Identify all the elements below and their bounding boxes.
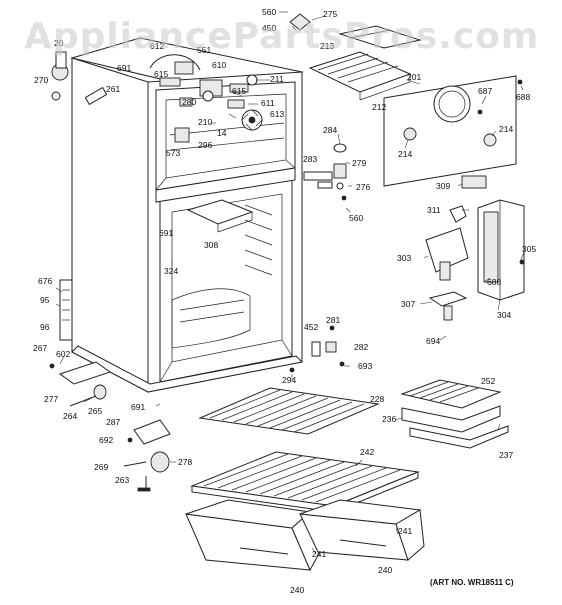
callout-282: 282 [354,342,368,352]
callout-211: 211 [270,74,284,84]
screw [289,367,295,373]
leader-lines [55,11,525,555]
callout-687: 687 [478,86,492,96]
callout-309: 309 [436,181,450,191]
wire-shelf [198,387,380,435]
callout-270: 270 [34,75,48,85]
callout-305: 305 [522,244,536,254]
freezer-shelf [186,199,254,233]
callout-275: 275 [323,9,337,19]
callout-615: 615 [232,86,246,96]
drain-tube [84,86,108,106]
callout-281: 281 [326,315,340,325]
callout-265: 265 [88,406,102,416]
callout-676: 676 [38,276,52,286]
meat-keeper-assembly [400,379,509,449]
bottom-hinge-parts [49,361,112,407]
callout-304: 304 [497,310,511,320]
callout-228: 228 [370,394,384,404]
callout-20: 20 [54,38,64,48]
callout-201: 201 [407,72,421,82]
evaporator-fan-assembly [149,54,263,143]
callout-284: 284 [323,125,337,135]
callout-279: 279 [352,158,366,168]
callout-280: 280 [182,97,196,107]
callout-611: 611 [261,98,275,108]
art-number: (ART NO. WR18511 C) [430,578,514,587]
callout-214: 214 [398,149,412,159]
callout-303: 303 [397,253,411,263]
crisper-pans [185,499,425,572]
callout-212: 212 [372,102,386,112]
data-label [461,175,487,189]
callout-263: 263 [115,475,129,485]
temperature-control-panel [477,199,525,301]
callout-688: 688 [516,92,530,102]
callout-602: 602 [56,349,70,359]
callout-241: 241 [398,526,412,536]
callout-692: 692 [99,435,113,445]
callout-688: 688 [487,277,501,287]
callout-612: 612 [150,41,164,51]
callout-210: 210 [198,117,212,127]
evaporator-cover-panel [383,75,523,187]
callout-283: 283 [303,154,317,164]
callout-452: 452 [304,322,318,332]
callout-307: 307 [401,299,415,309]
callout-213: 213 [320,41,334,51]
callout-296: 296 [198,140,212,150]
callout-236: 236 [382,414,396,424]
callout-610: 610 [212,60,226,70]
callout-560: 560 [262,7,276,17]
callout-615: 615 [154,69,168,79]
callout-264: 264 [63,411,77,421]
callout-240: 240 [378,565,392,575]
callout-324: 324 [164,266,178,276]
ice-tray-rack [289,13,422,101]
leveling-bracket [127,419,171,445]
callout-693: 693 [358,361,372,371]
control-housing [425,227,469,281]
callout-560: 560 [349,213,363,223]
callout-96: 96 [40,322,50,332]
defrost-parts [303,143,347,201]
callout-294: 294 [282,375,296,385]
callout-691: 691 [117,63,131,73]
callout-242: 242 [360,447,374,457]
callout-labels: 560 275 450 213 20 612 551 691 615 610 2… [33,7,536,595]
callout-267: 267 [33,343,47,353]
callout-573: 573 [166,148,180,158]
callout-308: 308 [204,240,218,250]
callout-237: 237 [499,450,513,460]
callout-214: 214 [499,124,513,134]
callout-311: 311 [427,205,441,215]
callout-287: 287 [106,417,120,427]
callout-240: 240 [290,585,304,595]
callout-269: 269 [94,462,108,472]
watermark-text: AppliancePartsPros.com [24,16,539,57]
callout-252: 252 [481,376,495,386]
callout-261: 261 [106,84,120,94]
refrigerator-cabinet [59,37,304,393]
callout-276: 276 [356,182,370,192]
callout-691: 691 [159,228,173,238]
callout-14: 14 [217,128,227,138]
callout-95: 95 [40,295,50,305]
callout-551: 551 [197,45,211,55]
callout-694: 694 [426,336,440,346]
callout-613: 613 [270,109,284,119]
callout-278: 278 [178,457,192,467]
hinge-brackets [311,325,345,367]
callout-450: 450 [262,23,276,33]
thermostat-bracket [428,291,468,321]
roller-assembly [123,451,170,492]
callout-277: 277 [44,394,58,404]
callout-241: 241 [312,549,326,559]
retainer-clip [449,205,467,223]
callout-691: 691 [131,402,145,412]
thermostat-knob [51,51,69,101]
